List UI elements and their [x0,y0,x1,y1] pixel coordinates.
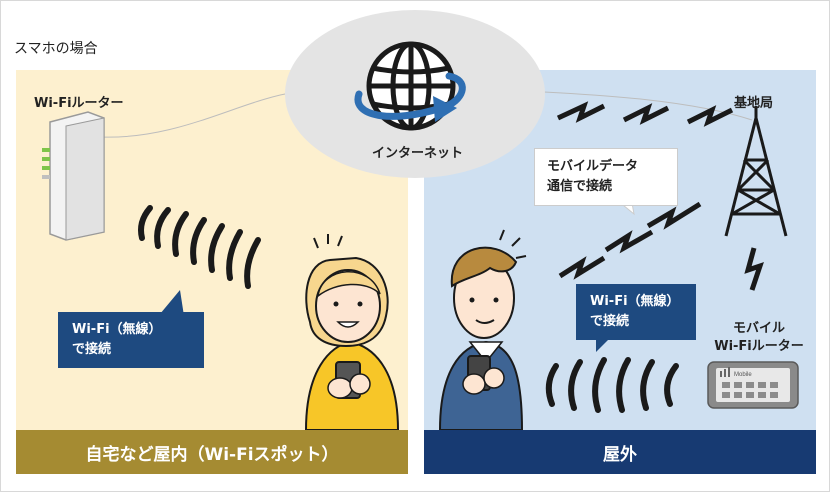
router-label: Wi-Fiルーター [34,96,124,111]
indoor-connection-bubble: Wi-Fi（無線） で接続 [58,312,204,368]
outdoor-connection-bubble: Wi-Fi（無線） で接続 [576,284,696,340]
outdoor-bubble-line1: Wi-Fi（無線） [590,294,680,309]
callout-line2: 通信で接続 [547,179,613,194]
router-connection-line [99,91,297,138]
base-station-label: 基地局 [734,96,774,111]
mobile-router-label-line2: Wi-Fiルーター [714,339,804,354]
mobile-signal-lightning [556,101,764,291]
base-station-tower-icon [724,106,788,237]
outdoor-footer: 屋外 [424,430,816,474]
callout-line1: モバイルデータ [547,159,639,174]
indoor-bubble-tail [160,290,184,316]
indoor-bubble-line2: で接続 [72,342,112,357]
mobile-router-icon: Mobile [707,361,799,409]
mobile-router-label: モバイル Wi-Fiルーター [704,320,814,356]
outdoor-signal-waves [545,357,679,413]
internet-label: インターネット [372,146,464,161]
mobile-data-callout: モバイルデータ 通信で接続 [534,148,678,206]
woman-illustration [304,234,400,431]
wifi-router-icon [42,111,105,241]
diagram-title: スマホの場合 [14,41,98,57]
indoor-bubble-line1: Wi-Fi（無線） [72,322,162,337]
outdoor-bubble-line2: で接続 [590,314,630,329]
mobile-router-label-line1: モバイル [732,321,785,336]
man-illustration [438,229,527,431]
indoor-footer: 自宅など屋内（Wi-Fiスポット） [16,430,408,474]
globe-icon [354,41,466,131]
mobile-router-device-text: Mobile [734,372,752,378]
indoor-signal-waves [138,205,261,289]
